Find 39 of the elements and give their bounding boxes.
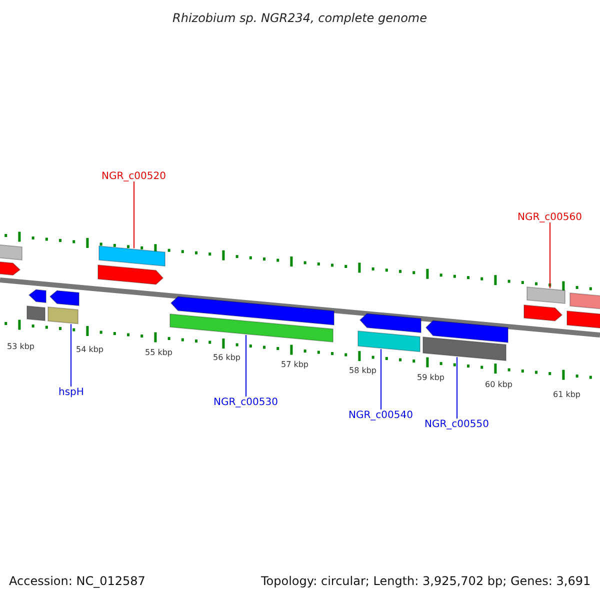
gene-bar — [0, 243, 22, 260]
scale-label: 61 kbp — [553, 390, 581, 398]
scale-label: 55 kbp — [145, 348, 173, 356]
scale-label: 53 kbp — [7, 342, 35, 350]
gene-feature — [425, 320, 508, 344]
scale-label: 58 kbp — [349, 366, 377, 374]
gene-feature — [359, 313, 422, 334]
gene-bar — [570, 292, 600, 310]
leader-line — [70, 324, 72, 387]
scale-label: 57 kbp — [281, 360, 309, 368]
scale-label: 60 kbp — [485, 380, 513, 388]
gene-bar — [358, 330, 420, 352]
leader-line — [380, 348, 382, 410]
scale-label: 59 kbp — [417, 372, 445, 382]
gene-bar — [170, 313, 334, 343]
gene-label: NGR_c00520 — [102, 170, 166, 182]
gene-label: NGR_c00540 — [348, 410, 413, 420]
gene-label: hspH — [58, 386, 84, 398]
gene-feature — [0, 260, 21, 276]
leader-line — [456, 356, 458, 419]
scale-label: 54 kbp — [76, 344, 104, 354]
gene-feature — [170, 296, 334, 326]
gene-feature — [98, 264, 164, 285]
gene-bar — [566, 310, 600, 330]
gene-bar — [26, 305, 46, 322]
gene-bar — [526, 286, 566, 304]
scale-label: 56 kbp — [213, 352, 241, 362]
gene-bar — [422, 336, 506, 362]
diagram-title: Rhizobium sp. NGR234, complete genome — [172, 11, 428, 25]
gene-bar — [48, 306, 78, 324]
accession-text: Accession: NC_012587 — [9, 574, 146, 588]
gene-bar — [98, 245, 166, 267]
gene-feature — [49, 290, 80, 306]
gene-label: NGR_c00560 — [518, 212, 582, 222]
gene-feature — [524, 304, 563, 322]
gene-feature — [28, 289, 46, 304]
gene-label: NGR_c00550 — [424, 418, 489, 430]
genome-summary-text: Topology: circular; Length: 3,925,702 bp; Genes: 3,691 — [261, 574, 591, 588]
gene-label: NGR_c00530 — [214, 396, 278, 408]
